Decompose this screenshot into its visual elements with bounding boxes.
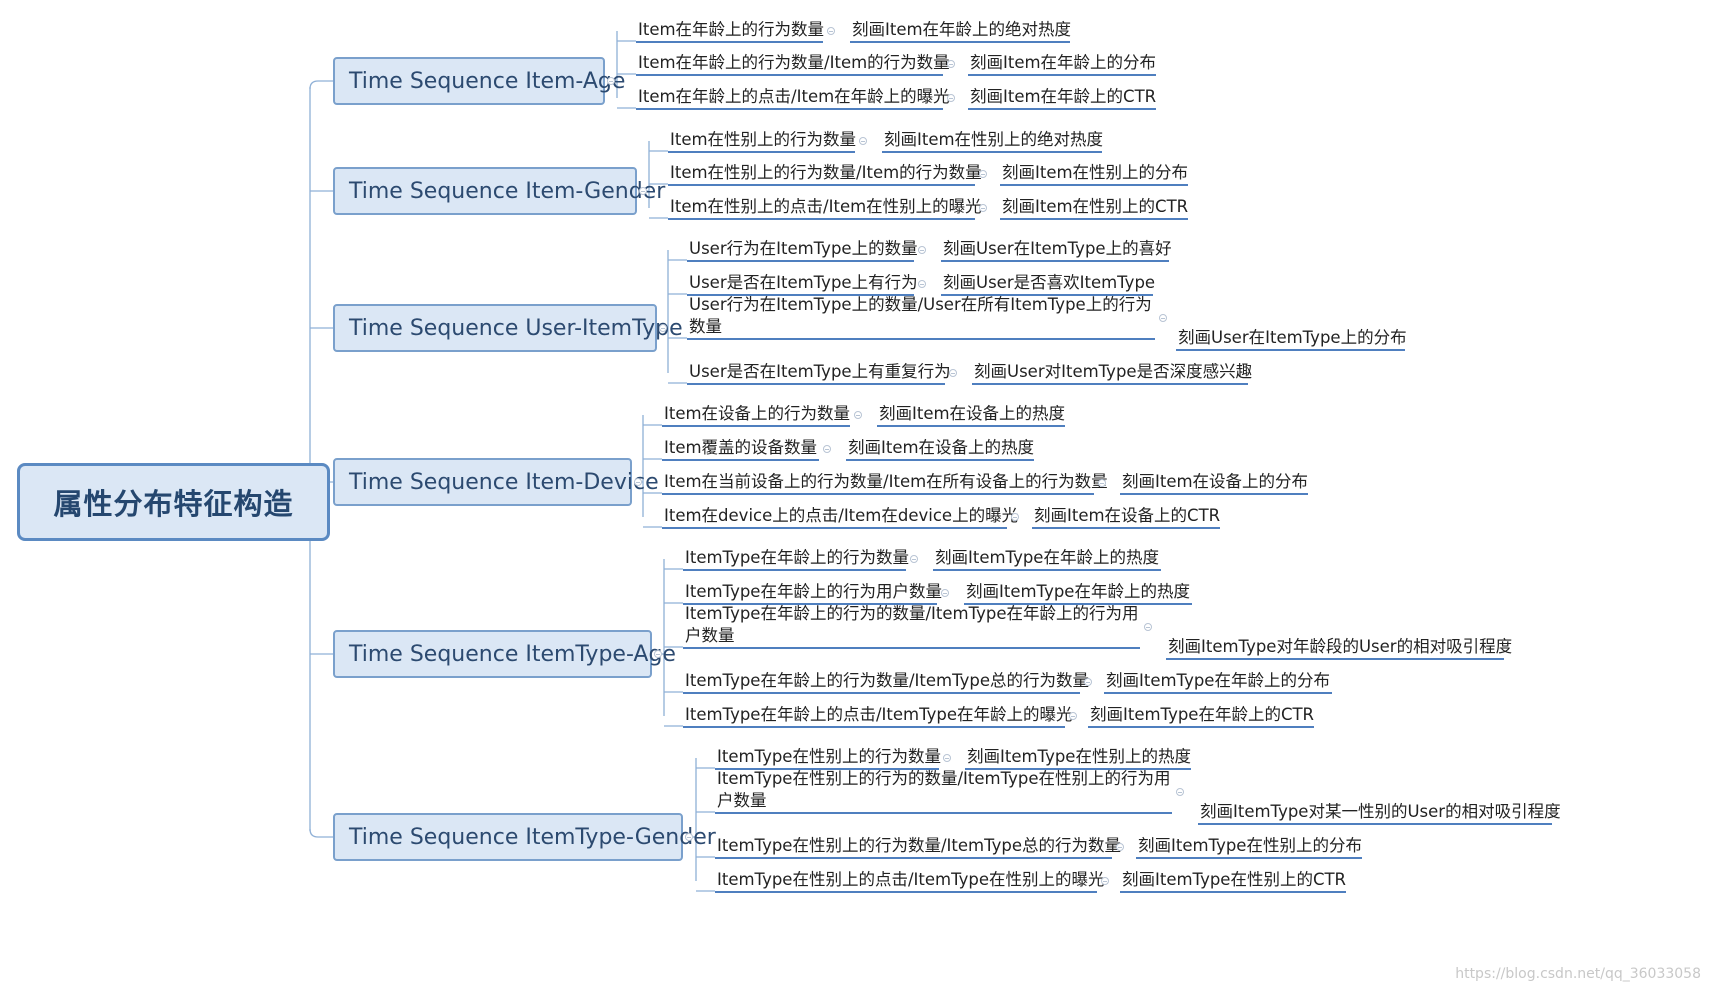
feature-node[interactable]: Item在device上的点击/Item在device上的曝光 (662, 505, 1018, 529)
branch-collapse-icon[interactable] (634, 478, 642, 486)
meaning-node[interactable]: 刻画ItemType对年龄段的User的相对吸引程度 (1166, 636, 1512, 660)
feature-node[interactable]: User是否在ItemType上有重复行为 (687, 361, 951, 385)
branch-collapse-icon[interactable] (607, 77, 615, 85)
feature-collapse-icon[interactable] (823, 445, 831, 453)
feature-collapse-icon[interactable] (859, 137, 867, 145)
feature-collapse-icon[interactable] (941, 589, 949, 597)
feature-node[interactable]: Item覆盖的设备数量 (662, 437, 819, 461)
meaning-node[interactable]: 刻画Item在设备上的热度 (846, 437, 1034, 461)
meaning-node[interactable]: 刻画Item在性别上的CTR (1000, 196, 1188, 220)
root-node[interactable]: 属性分布特征构造 (17, 463, 330, 541)
branch-collapse-icon[interactable] (639, 187, 647, 195)
branch-collapse-icon[interactable] (685, 833, 693, 841)
meaning-node[interactable]: 刻画ItemType在性别上的分布 (1136, 835, 1362, 859)
feature-node[interactable]: Item在性别上的点击/Item在性别上的曝光 (668, 196, 982, 220)
meaning-node[interactable]: 刻画ItemType在年龄上的分布 (1104, 670, 1332, 694)
branch-collapse-icon[interactable] (659, 324, 667, 332)
feature-node[interactable]: ItemType在性别上的行为的数量/ItemType在性别上的行为用户数量 (715, 768, 1172, 814)
feature-node[interactable]: Item在设备上的行为数量 (662, 403, 850, 427)
branch-collapse-icon[interactable] (654, 650, 662, 658)
connector-curve (309, 828, 333, 838)
feature-node[interactable]: ItemType在性别上的行为数量 (715, 746, 941, 770)
feature-collapse-icon[interactable] (949, 369, 957, 377)
meaning-node[interactable]: 刻画Item在性别上的绝对热度 (882, 129, 1103, 153)
feature-collapse-icon[interactable] (827, 27, 835, 35)
meaning-node[interactable]: 刻画Item在性别上的分布 (1000, 162, 1188, 186)
feature-node[interactable]: ItemType在年龄上的行为用户数量 (683, 581, 942, 605)
branch-node[interactable]: Time Sequence User-ItemType (333, 304, 683, 352)
watermark: https://blog.csdn.net/qq_36033058 (1455, 966, 1701, 982)
branch-node[interactable]: Time Sequence ItemType-Gender (333, 813, 716, 861)
feature-node[interactable]: ItemType在年龄上的行为数量/ItemType总的行为数量 (683, 670, 1089, 694)
feature-collapse-icon[interactable] (910, 555, 918, 563)
feature-collapse-icon[interactable] (1116, 843, 1124, 851)
meaning-node[interactable]: 刻画ItemType在性别上的热度 (965, 746, 1191, 770)
feature-collapse-icon[interactable] (854, 411, 862, 419)
meaning-node[interactable]: 刻画ItemType在年龄上的热度 (964, 581, 1192, 605)
feature-collapse-icon[interactable] (918, 246, 926, 254)
feature-node[interactable]: ItemType在年龄上的点击/ItemType在年龄上的曝光 (683, 704, 1072, 728)
feature-collapse-icon[interactable] (1101, 877, 1109, 885)
meaning-node[interactable]: 刻画User在ItemType上的分布 (1176, 327, 1407, 351)
feature-node[interactable]: Item在性别上的行为数量/Item的行为数量 (668, 162, 982, 186)
branch-node[interactable]: Time Sequence Item-Age (333, 57, 625, 105)
feature-node[interactable]: ItemType在性别上的行为数量/ItemType总的行为数量 (715, 835, 1121, 859)
meaning-node[interactable]: 刻画ItemType在年龄上的热度 (933, 547, 1161, 571)
meaning-node[interactable]: 刻画Item在年龄上的CTR (968, 86, 1156, 110)
feature-node[interactable]: User行为在ItemType上的数量 (687, 238, 918, 262)
branch-node[interactable]: Time Sequence Item-Gender (333, 167, 665, 215)
connector-curve (309, 80, 333, 90)
meaning-node[interactable]: 刻画Item在年龄上的绝对热度 (850, 19, 1071, 43)
feature-collapse-icon[interactable] (943, 754, 951, 762)
feature-node[interactable]: Item在年龄上的行为数量 (636, 19, 824, 43)
feature-collapse-icon[interactable] (979, 204, 987, 212)
feature-node[interactable]: Item在当前设备上的行为数量/Item在所有设备上的行为数量 (662, 471, 1108, 495)
branch-node[interactable]: Time Sequence Item-Device (333, 458, 659, 506)
meaning-node[interactable]: 刻画Item在设备上的CTR (1032, 505, 1220, 529)
meaning-node[interactable]: 刻画ItemType对某一性别的User的相对吸引程度 (1198, 801, 1561, 825)
meaning-node[interactable]: 刻画User在ItemType上的喜好 (941, 238, 1172, 262)
feature-collapse-icon[interactable] (1011, 513, 1019, 521)
feature-collapse-icon[interactable] (979, 170, 987, 178)
feature-collapse-icon[interactable] (1084, 678, 1092, 686)
feature-collapse-icon[interactable] (947, 60, 955, 68)
feature-node[interactable]: Item在年龄上的行为数量/Item的行为数量 (636, 52, 950, 76)
feature-node[interactable]: Item在性别上的行为数量 (668, 129, 856, 153)
feature-node[interactable]: Item在年龄上的点击/Item在年龄上的曝光 (636, 86, 950, 110)
feature-collapse-icon[interactable] (1098, 479, 1106, 487)
feature-collapse-icon[interactable] (1176, 788, 1184, 796)
feature-collapse-icon[interactable] (1159, 314, 1167, 322)
meaning-node[interactable]: 刻画Item在设备上的热度 (877, 403, 1065, 427)
meaning-node[interactable]: 刻画ItemType在年龄上的CTR (1088, 704, 1314, 728)
feature-node[interactable]: ItemType在年龄上的行为的数量/ItemType在年龄上的行为用户数量 (683, 603, 1140, 649)
feature-node[interactable]: User是否在ItemType上有行为 (687, 272, 918, 296)
feature-node[interactable]: ItemType在性别上的点击/ItemType在性别上的曝光 (715, 869, 1104, 893)
branch-node[interactable]: Time Sequence ItemType-Age (333, 630, 676, 678)
meaning-node[interactable]: 刻画User是否喜欢ItemType (941, 272, 1155, 296)
feature-collapse-icon[interactable] (947, 94, 955, 102)
feature-node[interactable]: ItemType在年龄上的行为数量 (683, 547, 909, 571)
feature-node[interactable]: User行为在ItemType上的数量/User在所有ItemType上的行为数… (687, 294, 1155, 340)
meaning-node[interactable]: 刻画ItemType在性别上的CTR (1120, 869, 1346, 893)
meaning-node[interactable]: 刻画Item在年龄上的分布 (968, 52, 1156, 76)
feature-collapse-icon[interactable] (1069, 712, 1077, 720)
meaning-node[interactable]: 刻画Item在设备上的分布 (1120, 471, 1308, 495)
feature-collapse-icon[interactable] (1144, 623, 1152, 631)
meaning-node[interactable]: 刻画User对ItemType是否深度感兴趣 (972, 361, 1252, 385)
feature-collapse-icon[interactable] (918, 280, 926, 288)
